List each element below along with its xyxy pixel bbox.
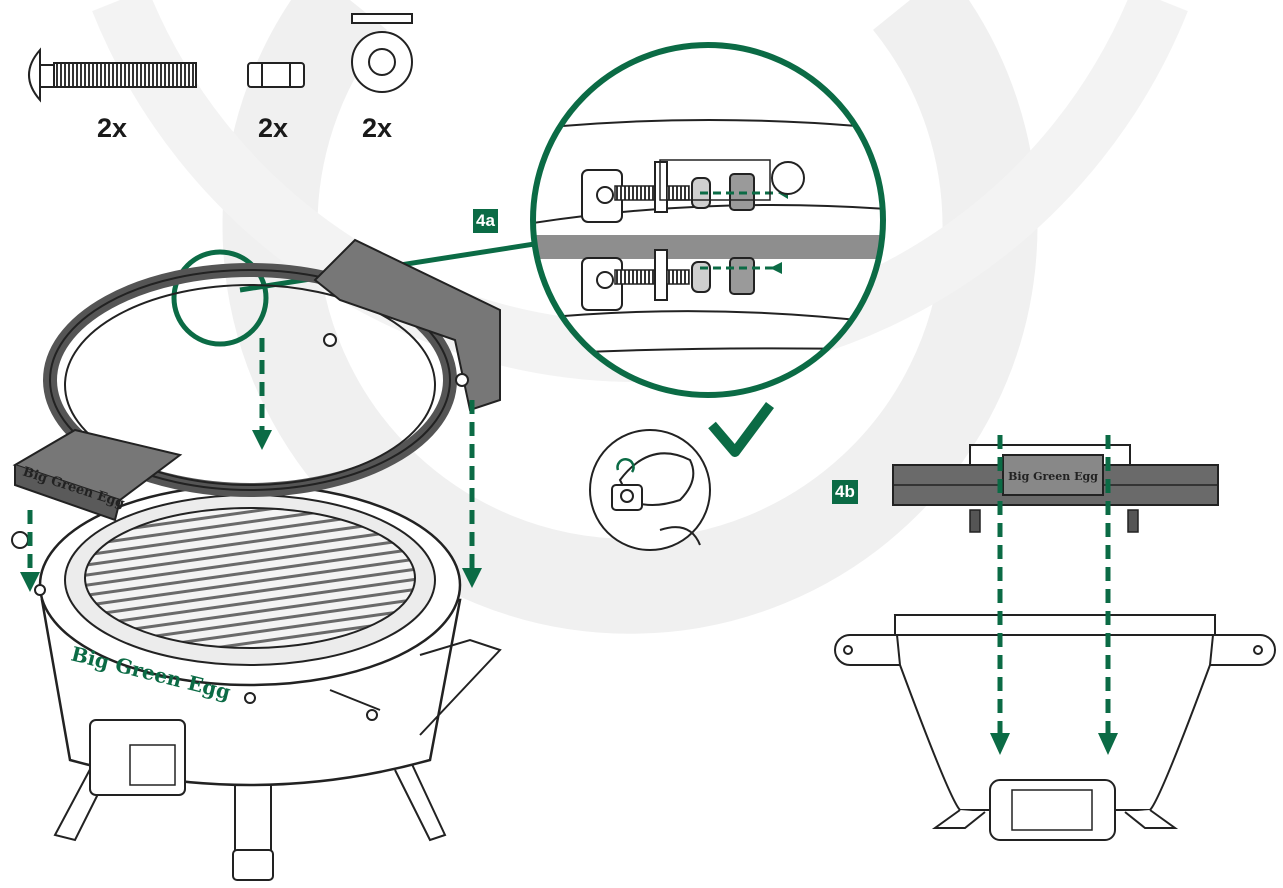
hand-tighten-detail [589,402,775,551]
checkmark-icon [708,402,775,457]
hex-nut-icon [247,62,305,88]
zoom-detail-4a [530,42,886,398]
grill-front-view-4b: Big Green Egg [834,435,1276,841]
bolt-quantity: 2x [97,113,128,143]
carriage-bolt-icon [28,47,197,103]
washer-quantity: 2x [362,113,393,143]
grill-with-bracket-4a: Big Green Egg Big Green Egg [11,238,502,881]
step-badge-4b: 4b [832,480,858,504]
brand-label-bracket-top: Big Green Egg [1008,470,1098,483]
step-badge-4a: 4a [473,209,498,233]
washer-icon [351,13,413,93]
nut-quantity: 2x [258,113,289,143]
